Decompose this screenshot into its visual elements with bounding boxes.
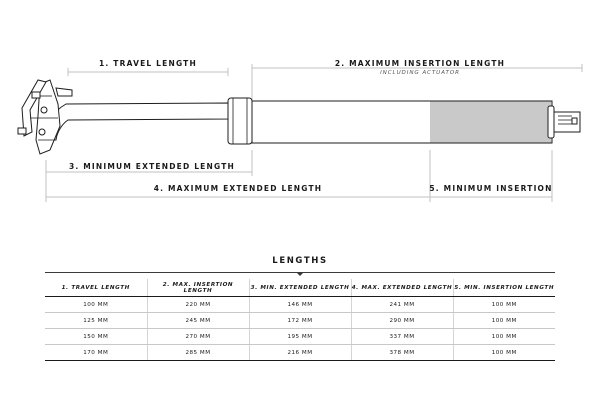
- table-cell: 195 MM: [248, 328, 351, 345]
- table-row: 170 MM 285 MM 216 MM 378 MM 100 MM: [45, 344, 555, 361]
- table-cell: 100 MM: [452, 312, 555, 329]
- header-max-insertion-length: 2. MAX. INSERTION LENGTH: [146, 279, 249, 297]
- table-title: LENGTHS: [272, 256, 328, 266]
- table-row: 150 MM 270 MM 195 MM 337 MM 100 MM: [45, 328, 555, 345]
- table-cell: 100 MM: [45, 296, 147, 313]
- header-travel-length: 1. TRAVEL LENGTH: [45, 279, 147, 297]
- saddle-clamp-head: [17, 79, 73, 155]
- label-including-actuator: INCLUDING ACTUATOR: [380, 70, 460, 76]
- lengths-table: 1. TRAVEL LENGTH 2. MAX. INSERTION LENGT…: [45, 279, 555, 361]
- table-row: 100 MM 220 MM 146 MM 241 MM 100 MM: [45, 296, 555, 313]
- min-insertion-zone: [430, 101, 552, 143]
- table-row: 125 MM 245 MM 172 MM 290 MM 100 MM: [45, 312, 555, 329]
- collar: [227, 97, 253, 145]
- table-cell: 245 MM: [146, 312, 249, 329]
- table-header-row: 1. TRAVEL LENGTH 2. MAX. INSERTION LENGT…: [45, 279, 555, 297]
- table-cell: 100 MM: [452, 328, 555, 345]
- dim-max-extended-length: 4. MAXIMUM EXTENDED LENGTH: [45, 160, 430, 202]
- actuator-cable-mount: [553, 111, 581, 133]
- clamp-bolt-bottom: [17, 127, 27, 135]
- table-cell: 100 MM: [452, 296, 555, 313]
- table-cell: 172 MM: [248, 312, 351, 329]
- seatpost-diagram: 1. TRAVEL LENGTH 2. MAXIMUM INSERTION LE…: [17, 59, 583, 202]
- label-min-extended-length: 3. MINIMUM EXTENDED LENGTH: [69, 162, 235, 171]
- table-cell: 337 MM: [350, 328, 453, 345]
- seatpost-drawing: [17, 79, 581, 155]
- table-cell: 241 MM: [350, 296, 453, 313]
- table-cell: 378 MM: [350, 344, 453, 361]
- header-max-extended-length: 4. MAX. EXTENDED LENGTH: [350, 279, 453, 297]
- label-max-extended-length: 4. MAXIMUM EXTENDED LENGTH: [154, 184, 323, 193]
- label-max-insertion-length: 2. MAXIMUM INSERTION LENGTH: [335, 59, 505, 68]
- header-min-insertion-length: 5. MIN. INSERTION LENGTH: [452, 279, 555, 297]
- table-cell: 216 MM: [248, 344, 351, 361]
- table-cell: 170 MM: [45, 344, 147, 361]
- clamp-bolt-top: [31, 91, 41, 99]
- table-cell: 125 MM: [45, 312, 147, 329]
- label-min-insertion: 5. MINIMUM INSERTION: [429, 184, 552, 193]
- table-cell: 270 MM: [146, 328, 249, 345]
- table-cell: 220 MM: [146, 296, 249, 313]
- dim-travel-length: 1. TRAVEL LENGTH: [67, 59, 229, 76]
- dim-min-extended-length: 3. MINIMUM EXTENDED LENGTH: [46, 150, 253, 176]
- actuator-housing: [547, 105, 555, 139]
- table-cell: 146 MM: [248, 296, 351, 313]
- dim-min-insertion: 5. MINIMUM INSERTION: [429, 150, 553, 202]
- header-min-extended-length: 3. MIN. EXTENDED LENGTH: [248, 279, 351, 297]
- stanchion: [41, 102, 229, 141]
- label-travel-length: 1. TRAVEL LENGTH: [99, 59, 197, 68]
- dim-max-insertion-length: 2. MAXIMUM INSERTION LENGTH INCLUDING AC…: [251, 59, 583, 108]
- table-title-notch: [296, 272, 304, 276]
- table-cell: 100 MM: [452, 344, 555, 361]
- table-cell: 150 MM: [45, 328, 147, 345]
- table-cell: 285 MM: [146, 344, 249, 361]
- table-cell: 290 MM: [350, 312, 453, 329]
